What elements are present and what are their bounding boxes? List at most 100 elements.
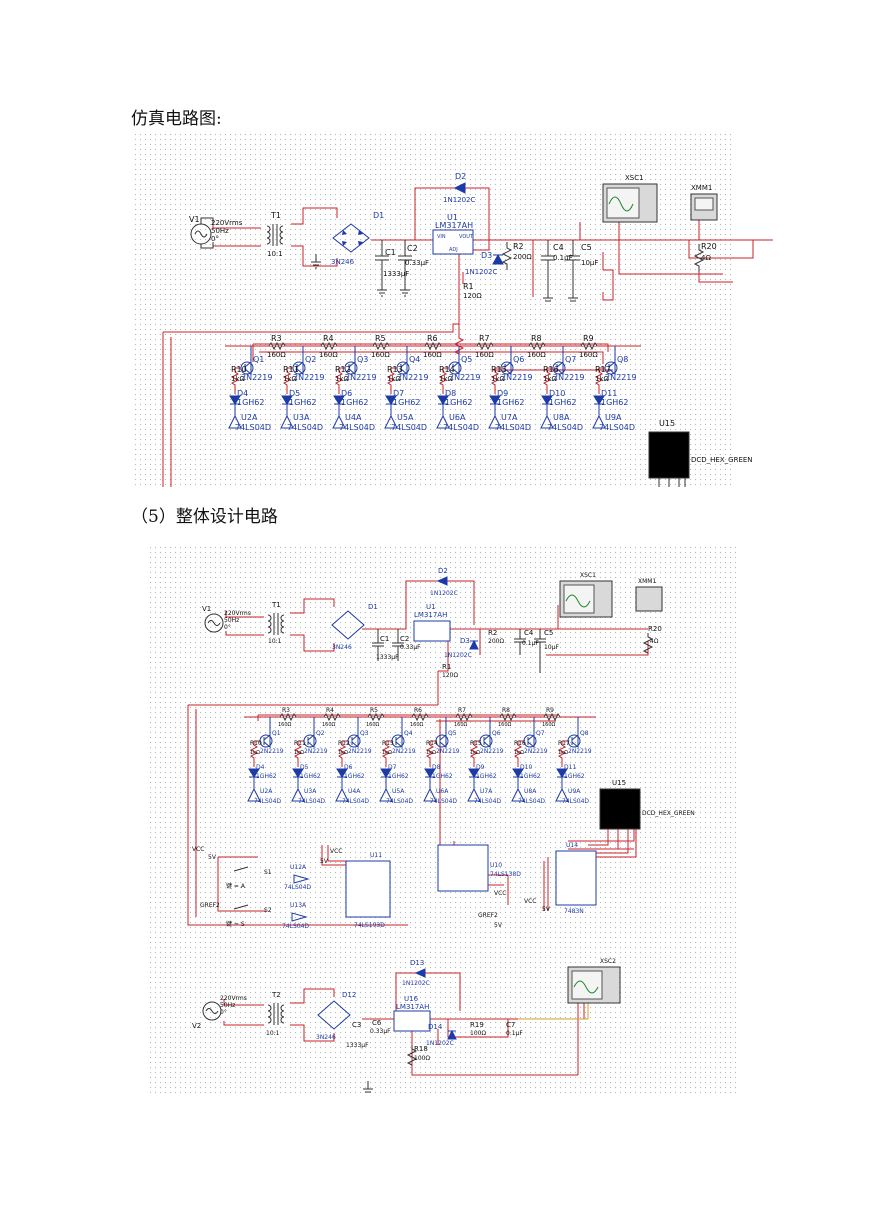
inverter-gate xyxy=(384,404,398,429)
base-resistor-val: 1kΩ xyxy=(294,750,304,756)
d1-bridge: D1 3N246 xyxy=(331,211,384,266)
r1-val: 120Ω xyxy=(442,672,458,679)
inverter-ref: U4A xyxy=(345,413,362,422)
v1-freq: 50Hz xyxy=(224,617,239,624)
c5-val: 10µF xyxy=(581,259,598,267)
r2-ref: R2 xyxy=(513,242,524,251)
d1-part: 3N246 xyxy=(331,258,355,266)
c6-ref: C6 xyxy=(372,1019,382,1027)
v1-source xyxy=(204,613,224,633)
d13-diode xyxy=(414,968,426,978)
inverter-gate xyxy=(379,777,393,802)
transistor-ref: Q4 xyxy=(404,730,413,737)
u12a-part: 74LS04D xyxy=(284,884,311,891)
d14-ref: D14 xyxy=(428,1023,443,1031)
transistor-ref: Q2 xyxy=(305,355,316,364)
v1-ref: V1 xyxy=(202,605,211,613)
top-resistor-ref: R3 xyxy=(271,334,282,343)
base-resistor-ref: R10 xyxy=(231,365,247,374)
r1-ref: R1 xyxy=(442,663,451,671)
d12-bridge xyxy=(317,1000,351,1030)
c3-val: 1333µF xyxy=(346,1042,369,1049)
u10-ref: U10 xyxy=(490,862,502,869)
c4-ref: C4 xyxy=(524,629,534,637)
simulation-schematic: V1 220Vrms 50Hz 0° T1 10:1 D1 3N246 C1 1… xyxy=(133,132,773,487)
v1-phase: 0° xyxy=(211,235,219,243)
t1-ratio: 10:1 xyxy=(268,638,282,645)
whole-design-schematic: V1 220Vrms 50Hz 0° T1 10:1 D1 3N246 C1 1… xyxy=(148,545,738,1094)
inverter-part: 74LS04D xyxy=(547,423,583,432)
schematic-2-drawing: V1 220Vrms 50Hz 0° T1 10:1 D1 3N246 C1 1… xyxy=(187,567,695,1093)
inverter-ref: U8A xyxy=(524,788,537,795)
top-resistor-row: R3160ΩR4160ΩR5160ΩR6160ΩR7160ΩR8160ΩR916… xyxy=(244,707,596,728)
top-resistor xyxy=(323,712,341,722)
t1-transformer: T1 10:1 xyxy=(266,211,284,258)
u1-ref: U1 xyxy=(426,603,436,611)
d3-diode xyxy=(492,253,504,265)
inverter-ref: U7A xyxy=(480,788,493,795)
u1-part: LM317AH xyxy=(414,611,447,619)
inverter-part: 74LS04D xyxy=(287,423,323,432)
u1-regulator xyxy=(413,620,451,642)
c4-val: 0.1µF xyxy=(522,640,539,647)
base-resistor-val: 1kΩ xyxy=(543,375,558,383)
ground-symbols xyxy=(311,254,578,302)
base-resistor-ref: R11 xyxy=(294,740,306,747)
base-resistor xyxy=(557,740,568,767)
inverter-part: 74LS04D xyxy=(443,423,479,432)
s2-key: 键 = S xyxy=(226,920,245,928)
r18-ref: R18 xyxy=(414,1045,428,1053)
led-ref: D5 xyxy=(300,764,309,771)
inverter-gate xyxy=(423,777,437,802)
u11-part: 74LS193D xyxy=(354,922,385,929)
top-resistor-val: 160Ω xyxy=(542,722,556,728)
top-resistor-val: 160Ω xyxy=(278,722,292,728)
c1-c2 xyxy=(372,629,404,661)
base-resistor xyxy=(469,740,480,767)
inverter-part: 74LS04D xyxy=(342,798,369,805)
transistor-part: 2N2219 xyxy=(304,748,328,755)
transistor-ref: Q1 xyxy=(253,355,264,364)
xsc1-ref: XSC1 xyxy=(625,174,644,182)
inverter-part: 74LS04D xyxy=(562,798,589,805)
u14-adder xyxy=(555,850,597,906)
u15-ref: U15 xyxy=(612,779,626,787)
d2-diode xyxy=(436,576,448,586)
r20-resistor xyxy=(642,633,654,654)
top-resistor xyxy=(543,712,561,722)
base-resistor-ref: R17 xyxy=(595,365,611,374)
led-part: 1GH62 xyxy=(256,773,277,780)
inverter-ref: U6A xyxy=(436,788,449,795)
transistor-ref: Q3 xyxy=(360,730,369,737)
transistor-ref: Q3 xyxy=(357,355,368,364)
inverter-gate xyxy=(511,777,525,802)
r2-val: 200Ω xyxy=(513,253,532,261)
c4-c5 xyxy=(514,629,546,673)
s1-ref: S1 xyxy=(264,869,272,876)
top-resistor xyxy=(580,341,598,351)
inverter-ref: U3A xyxy=(293,413,310,422)
c1-val: 1333µF xyxy=(376,654,399,661)
t1-transformer xyxy=(267,613,285,635)
xsc1-ref: XSC1 xyxy=(580,572,596,579)
base-resistor xyxy=(230,367,241,394)
base-resistor xyxy=(425,740,436,767)
u13a-ref: U13A xyxy=(290,902,307,909)
top-resistor-ref: R9 xyxy=(583,334,594,343)
inverter-gate xyxy=(467,777,481,802)
c3-ref: C3 xyxy=(352,1021,361,1029)
inverter-part: 74LS04D xyxy=(430,798,457,805)
v5-label-right: 5V xyxy=(542,906,551,913)
c2-ref: C2 xyxy=(400,635,409,643)
base-resistor-ref: R12 xyxy=(338,740,350,747)
r20-val: 4Ω xyxy=(701,254,711,262)
led-part: 1GH62 xyxy=(432,773,453,780)
top-resistor xyxy=(367,712,385,722)
top-resistor xyxy=(476,341,494,351)
r20-resistor xyxy=(693,244,705,272)
